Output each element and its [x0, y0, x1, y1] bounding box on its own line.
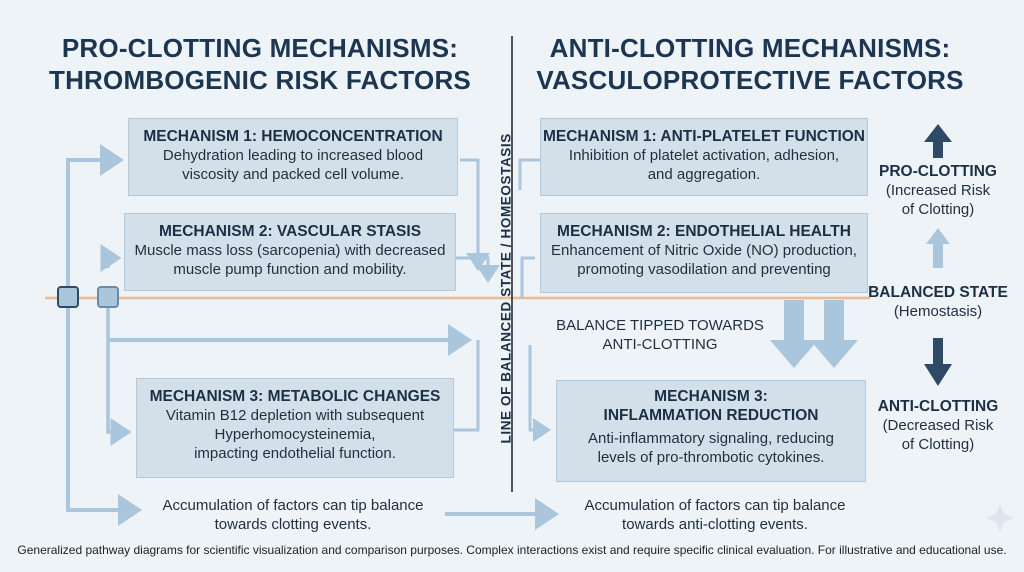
left-heading-line2: THROMBOGENIC RISK FACTORS: [49, 65, 471, 95]
right-connector-2: [520, 256, 535, 298]
flow-to-center-2: [460, 158, 490, 271]
pro-clotting-line2: of Clotting): [901, 201, 975, 218]
left-mechanism-2-box: MECHANISM 2: VASCULAR STASIS Muscle mass…: [124, 213, 456, 291]
junction-node-inner: [97, 286, 119, 308]
right-mech3-line1: Anti-inflammatory signaling, reducing: [588, 430, 834, 447]
anti-clotting-line1: (Decreased Risk: [882, 417, 994, 434]
right-heading: ANTI-CLOTTING MECHANISMS: VASCULOPROTECT…: [530, 32, 970, 96]
anti-clotting-line2: of Clotting): [901, 436, 975, 453]
right-heading-line1: ANTI-CLOTTING MECHANISMS:: [549, 33, 951, 63]
balanced-state-title: BALANCED STATE: [868, 284, 1008, 301]
balanced-state-legend: BALANCED STATE (Hemostasis): [868, 283, 1008, 321]
left-mech3-line2: Hyperhomocysteinemia,: [214, 426, 376, 443]
left-mech3-line1: Vitamin B12 depletion with subsequent: [165, 407, 425, 424]
down-arrow-1: [770, 300, 818, 368]
pro-clotting-up-arrow: [924, 124, 952, 158]
left-inner-connector: [100, 244, 122, 272]
left-mechanism-1-box: MECHANISM 1: HEMOCONCENTRATION Dehydrati…: [128, 118, 458, 196]
pro-clotting-line1: (Increased Risk: [885, 182, 991, 199]
right-mech3-title-line2: INFLAMMATION REDUCTION: [603, 407, 819, 424]
right-heading-line2: VASCULOPROTECTIVE FACTORS: [536, 65, 964, 95]
balance-line-label: LINE OF BALANCED STATE / HOMEOSTASIS: [498, 133, 514, 444]
flow-to-center-4: [454, 340, 480, 432]
pro-clotting-title: PRO-CLOTTING: [879, 163, 997, 180]
left-accumulation-line1: Accumulation of factors can tip balance: [162, 497, 424, 514]
right-mech3-line2: levels of pro-thrombotic cytokines.: [597, 449, 825, 466]
anti-clotting-legend: ANTI-CLOTTING (Decreased Risk of Clottin…: [872, 397, 1004, 454]
left-mech2-line2: muscle pump function and mobility.: [173, 261, 407, 278]
right-accumulation-text: Accumulation of factors can tip balance …: [560, 496, 870, 534]
balanced-state-line1: (Hemostasis): [893, 303, 983, 320]
anti-clotting-down-arrow: [924, 338, 952, 386]
right-mechanism-3-box: MECHANISM 3: INFLAMMATION REDUCTION Anti…: [556, 380, 866, 482]
pro-clotting-legend: PRO-CLOTTING (Increased Risk of Clotting…: [872, 162, 1004, 219]
right-accumulation-line2: towards anti-clotting events.: [622, 516, 808, 533]
right-mech1-title: MECHANISM 1: ANTI-PLATELET FUNCTION: [542, 128, 866, 145]
left-mech2-title: MECHANISM 2: VASCULAR STASIS: [158, 223, 422, 240]
balance-tipped-line1: BALANCE TIPPED TOWARDS: [556, 317, 764, 334]
right-mechanism-1-box: MECHANISM 1: ANTI-PLATELET FUNCTION Inhi…: [540, 118, 868, 196]
right-mech1-line2: and aggregation.: [647, 166, 761, 183]
left-mech1-line1: Dehydration leading to increased blood: [162, 147, 424, 164]
left-mech3-title: MECHANISM 3: METABOLIC CHANGES: [149, 388, 441, 405]
right-mechanism-2-box: MECHANISM 2: ENDOTHELIAL HEALTH Enhancem…: [540, 213, 868, 293]
right-connector-1: [518, 158, 540, 190]
right-mech2-line1: Enhancement of Nitric Oxide (NO) product…: [551, 242, 857, 259]
left-mech1-title: MECHANISM 1: HEMOCONCENTRATION: [143, 128, 443, 145]
left-accumulation-text: Accumulation of factors can tip balance …: [138, 496, 448, 534]
footer-disclaimer: Generalized pathway diagrams for scienti…: [17, 543, 1007, 557]
balance-tipped-line2: ANTI-CLOTTING: [602, 336, 718, 353]
left-outer-bottom-connector: [66, 494, 142, 526]
left-mech2-line1: Muscle mass loss (sarcopenia) with decre…: [134, 242, 446, 259]
left-heading-line1: PRO-CLOTTING MECHANISMS:: [61, 33, 459, 63]
left-mech1-line2: viscosity and packed cell volume.: [182, 166, 404, 183]
left-heading: PRO-CLOTTING MECHANISMS: THROMBOGENIC RI…: [40, 32, 480, 96]
flow-to-center-3: [455, 256, 500, 283]
anti-clotting-title: ANTI-CLOTTING: [877, 398, 999, 415]
right-mech2-line2: promoting vasodilation and preventing: [577, 261, 831, 278]
balanced-up-arrow: [926, 228, 950, 268]
balance-tipped-text: BALANCE TIPPED TOWARDS ANTI-CLOTTING: [540, 316, 780, 354]
junction-node-left: [57, 286, 79, 308]
right-connector-3: [528, 345, 551, 442]
right-mech1-line1: Inhibition of platelet activation, adhes…: [568, 147, 840, 164]
right-mech2-title: MECHANISM 2: ENDOTHELIAL HEALTH: [557, 223, 851, 240]
left-accumulation-line2: towards clotting events.: [214, 516, 372, 533]
right-accumulation-line1: Accumulation of factors can tip balance: [584, 497, 846, 514]
sparkle-icon: [986, 504, 1014, 532]
right-mech3-title-line1: MECHANISM 3:: [654, 388, 768, 405]
left-mechanism-3-box: MECHANISM 3: METABOLIC CHANGES Vitamin B…: [136, 378, 454, 478]
left-inner-down-connector: [106, 298, 132, 446]
left-mech3-line3: impacting endothelial function.: [194, 445, 396, 462]
down-arrow-2: [810, 300, 858, 368]
left-outer-connector: [66, 144, 124, 510]
